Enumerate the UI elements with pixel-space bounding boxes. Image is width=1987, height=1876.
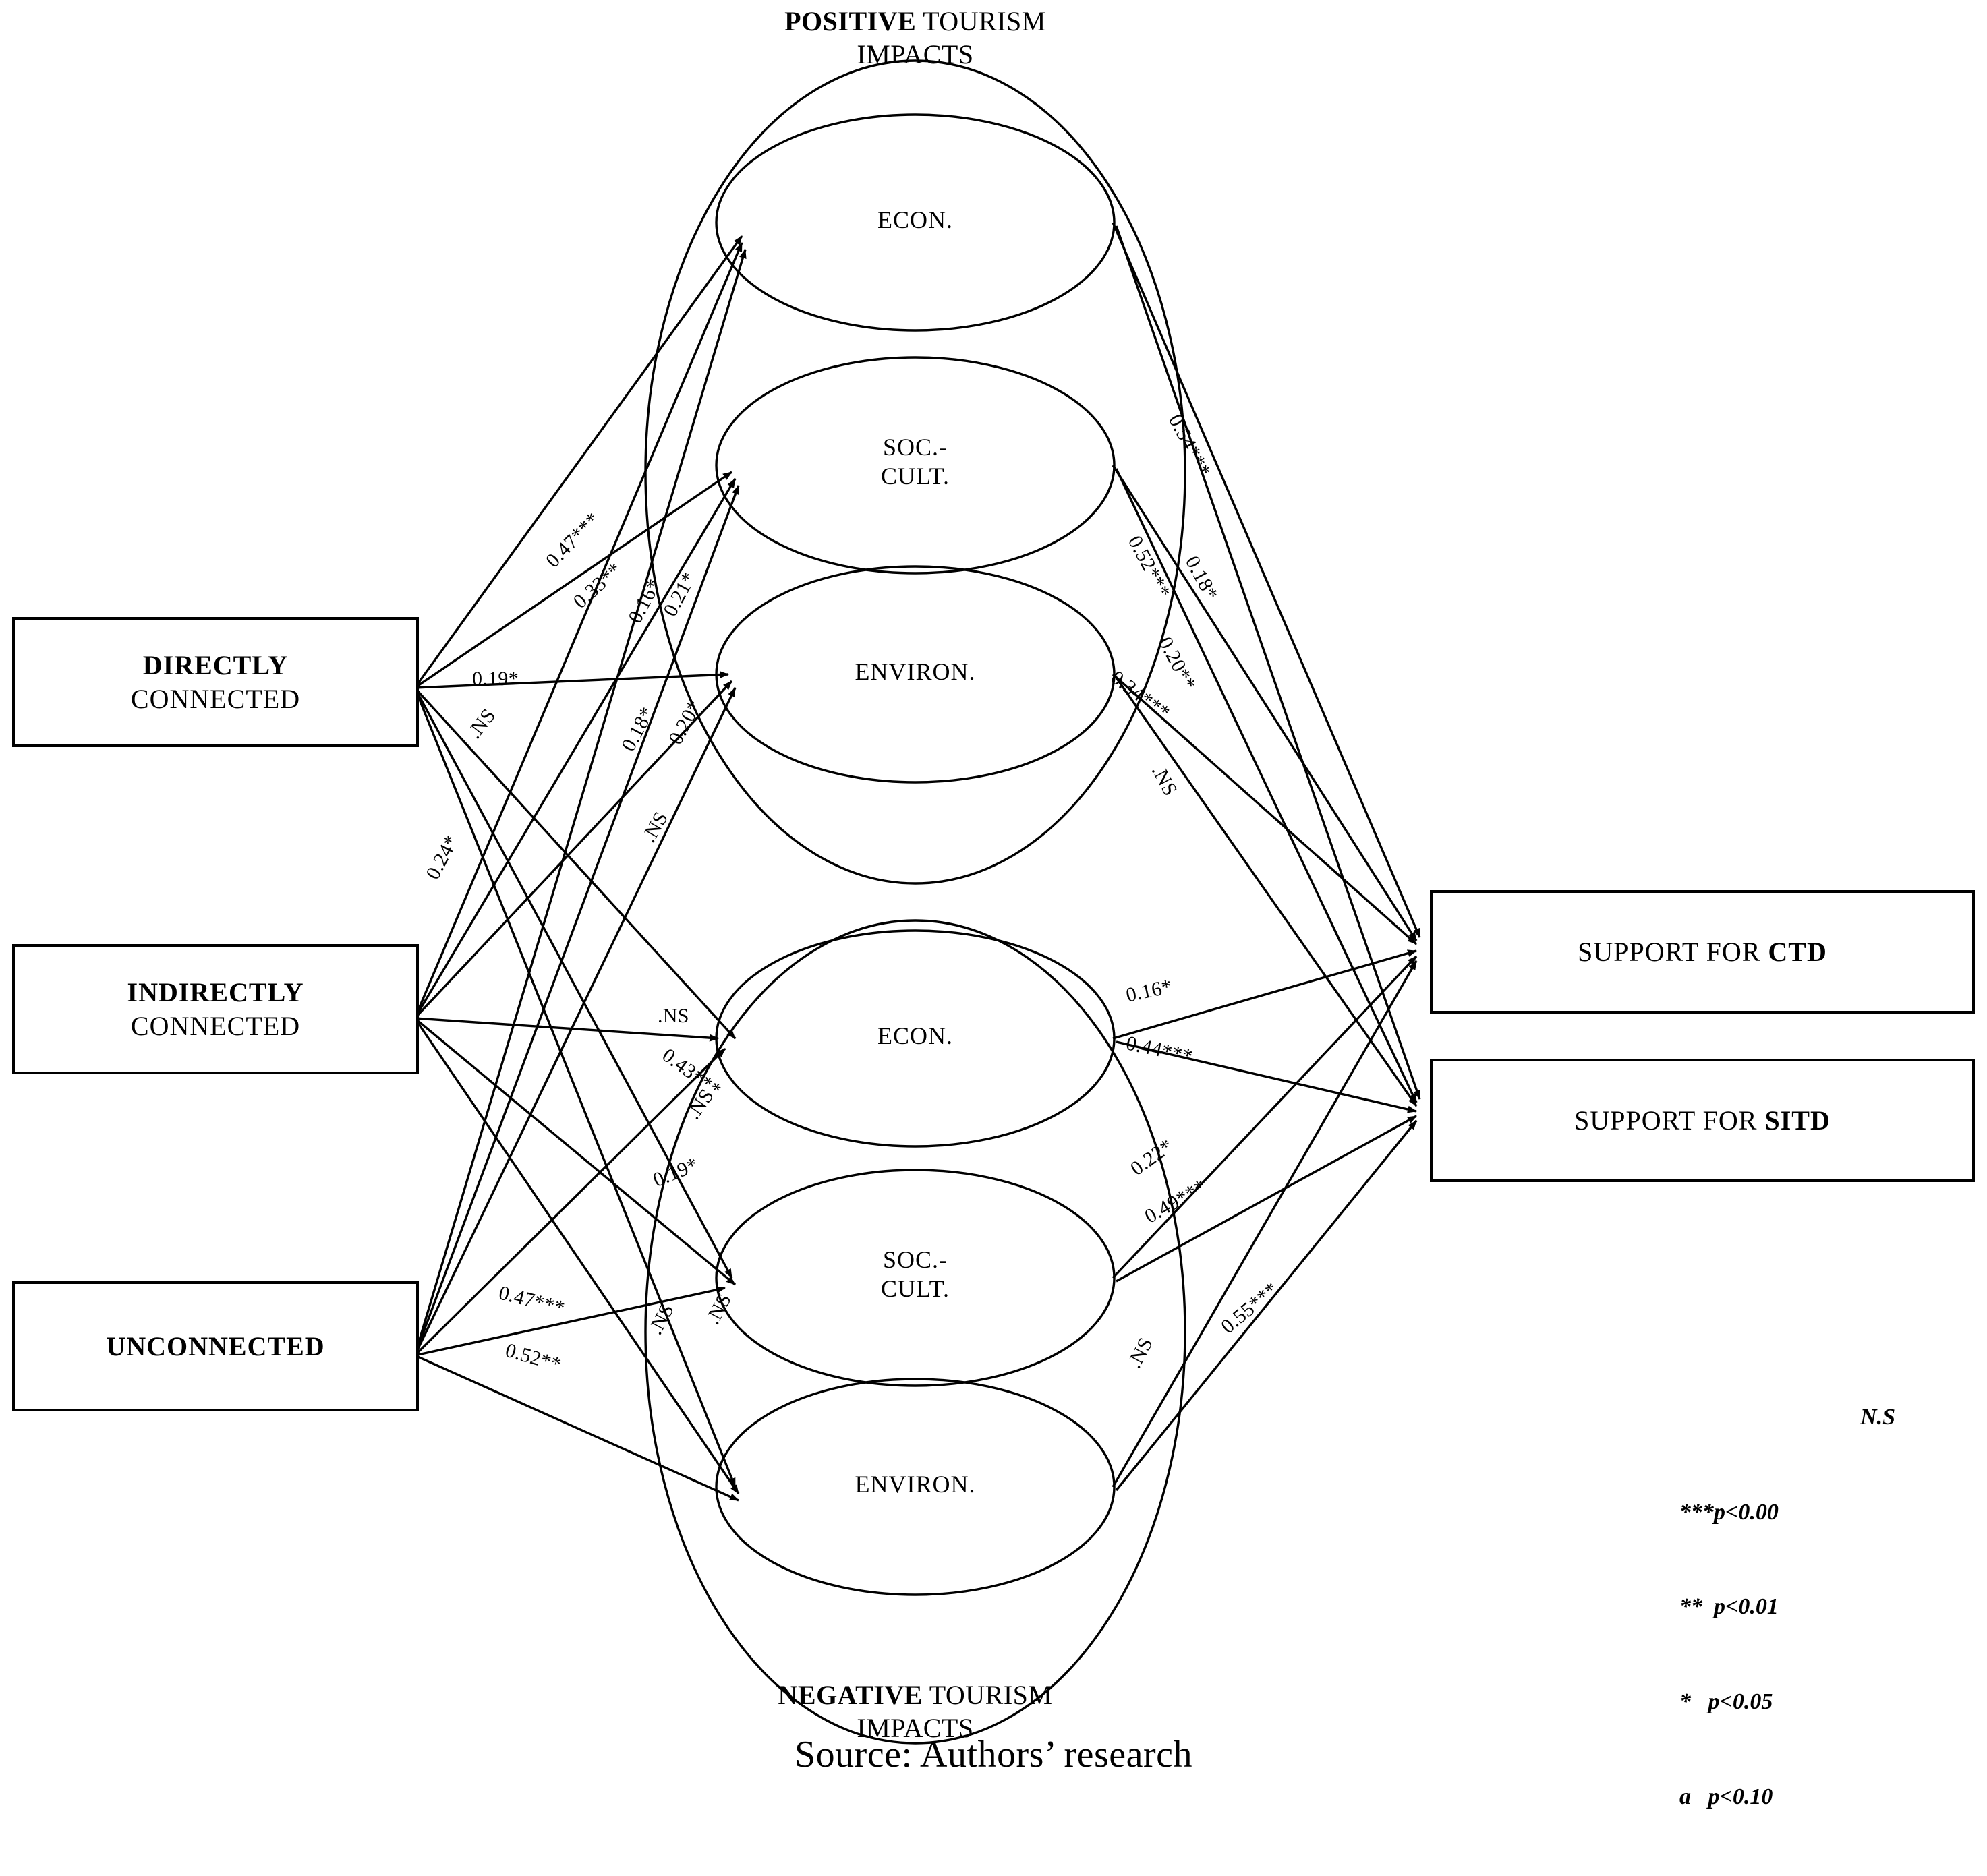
antecedent-unconnected-line1: UNCONNECTED bbox=[106, 1330, 325, 1361]
outcome-box-support-ctd[interactable]: SUPPORT FOR CTD bbox=[1430, 890, 1975, 1014]
path-dc-pos-soc bbox=[414, 471, 732, 689]
outcome-ctd-prefix: SUPPORT FOR bbox=[1578, 936, 1768, 967]
path-neg-econ-ctd bbox=[1112, 949, 1417, 1040]
path-pos-soc-ctd bbox=[1112, 465, 1418, 941]
antecedent-indirectly-line1: INDIRECTLY bbox=[127, 976, 304, 1007]
path-pos-soc-sitd bbox=[1115, 468, 1418, 1103]
neg-soccult-line1: SOC.- bbox=[882, 1246, 948, 1273]
path-pos-econ-sitd bbox=[1115, 225, 1421, 1100]
legend-ns: N.S bbox=[1860, 1404, 1895, 1430]
path-uc-neg-env bbox=[414, 1354, 739, 1502]
path-neg-econ-sitd bbox=[1116, 1040, 1417, 1113]
path-neg-soc-ctd bbox=[1112, 955, 1418, 1279]
path-coefficient-p11: .NS bbox=[658, 1005, 689, 1027]
outcome-ctd-code: CTD bbox=[1768, 936, 1827, 967]
path-uc-pos-econ bbox=[413, 249, 747, 1356]
pos-econ-ellipse bbox=[715, 113, 1116, 332]
neg-econ-label: ECON. bbox=[814, 1022, 1016, 1051]
path-dc-neg-env bbox=[413, 687, 737, 1488]
path-lines-layer bbox=[413, 59, 1421, 1745]
antecedent-box-indirectly-connected[interactable]: INDIRECTLY CONNECTED bbox=[12, 944, 419, 1074]
path-ic-neg-econ bbox=[414, 1017, 719, 1042]
negative-group-title-line2: IMPACTS bbox=[857, 1712, 974, 1743]
pos-econ-line1: ECON. bbox=[877, 206, 953, 233]
pos-environ-line1: ENVIRON. bbox=[855, 658, 976, 685]
positive-group-title-line2: IMPACTS bbox=[857, 38, 974, 69]
outcome-sitd-prefix: SUPPORT FOR bbox=[1574, 1105, 1765, 1136]
path-ic-neg-soc bbox=[413, 1017, 737, 1286]
path-dc-neg-econ bbox=[413, 686, 737, 1040]
neg-econ-line1: ECON. bbox=[877, 1022, 953, 1049]
positive-group-title-rest: TOURISM bbox=[916, 6, 1046, 36]
antecedent-box-unconnected[interactable]: UNCONNECTED bbox=[12, 1281, 419, 1411]
antecedent-directly-line1: DIRECTLY bbox=[142, 649, 289, 680]
legend-row-1: ** p<0.01 bbox=[1679, 1594, 1779, 1620]
positive-group-title: POSITIVE TOURISM IMPACTS bbox=[706, 5, 1124, 71]
path-coefficient-p05: 0.19* bbox=[472, 668, 519, 690]
neg-environ-ellipse bbox=[715, 1378, 1116, 1596]
path-dc-neg-soc bbox=[413, 687, 733, 1279]
antecedent-directly-line2: CONNECTED bbox=[130, 683, 301, 714]
path-neg-soc-sitd bbox=[1116, 1115, 1417, 1283]
neg-soccult-label: SOC.- CULT. bbox=[814, 1245, 1016, 1303]
antecedent-indirectly-line2: CONNECTED bbox=[130, 1010, 301, 1041]
path-dc-pos-econ bbox=[413, 235, 743, 688]
negative-group-title: NEGATIVE TOURISM IMPACTS bbox=[706, 1679, 1124, 1745]
outcome-sitd-label: SUPPORT FOR SITD bbox=[1574, 1104, 1831, 1138]
path-neg-env-sitd bbox=[1115, 1119, 1418, 1492]
negative-group-ellipse bbox=[644, 919, 1186, 1745]
connector-group bbox=[413, 59, 1421, 1745]
positive-group-title-bold: POSITIVE bbox=[784, 6, 917, 36]
negative-group-title-bold: NEGATIVE bbox=[778, 1680, 923, 1710]
pos-environ-label: ENVIRON. bbox=[814, 657, 1016, 686]
path-pos-env-sitd bbox=[1115, 677, 1418, 1107]
path-ic-neg-env bbox=[413, 1018, 740, 1494]
path-uc-pos-env bbox=[413, 687, 737, 1356]
path-ic-pos-econ bbox=[413, 242, 743, 1019]
path-pos-env-ctd bbox=[1112, 673, 1418, 945]
negative-group-title-rest: TOURISM bbox=[922, 1680, 1053, 1710]
source-caption: Source: Authors’ research bbox=[795, 1734, 1192, 1776]
pos-soccult-label: SOC.- CULT. bbox=[814, 433, 1016, 491]
diagram-canvas: POSITIVE TOURISM IMPACTS NEGATIVE TOURIS… bbox=[12, 5, 1975, 1809]
path-ic-pos-soc bbox=[413, 478, 737, 1019]
pos-soccult-line2: CULT. bbox=[880, 463, 950, 490]
path-uc-neg-soc bbox=[414, 1286, 726, 1357]
legend-row-3: a p<0.10 bbox=[1679, 1784, 1773, 1809]
pos-soccult-line1: SOC.- bbox=[882, 434, 948, 461]
outcome-box-support-sitd[interactable]: SUPPORT FOR SITD bbox=[1430, 1059, 1975, 1182]
legend-row-2: * p<0.05 bbox=[1679, 1689, 1773, 1714]
neg-soccult-line2: CULT. bbox=[880, 1275, 950, 1303]
path-ic-pos-env bbox=[413, 680, 733, 1020]
path-dc-pos-env bbox=[414, 671, 729, 689]
outcome-sitd-code: SITD bbox=[1764, 1105, 1831, 1136]
antecedent-box-directly-connected[interactable]: DIRECTLY CONNECTED bbox=[12, 617, 419, 747]
pos-econ-label: ECON. bbox=[814, 206, 1016, 235]
legend-row-0: ***p<0.00 bbox=[1679, 1499, 1779, 1525]
neg-environ-label: ENVIRON. bbox=[814, 1470, 1016, 1499]
path-neg-env-ctd bbox=[1112, 960, 1418, 1488]
outcome-ctd-label: SUPPORT FOR CTD bbox=[1578, 935, 1827, 969]
path-uc-neg-econ bbox=[413, 1047, 726, 1357]
path-pos-econ-ctd bbox=[1112, 222, 1421, 938]
neg-environ-line1: ENVIRON. bbox=[855, 1471, 976, 1498]
path-uc-pos-soc bbox=[413, 485, 740, 1356]
significance-legend: N.S ***p<0.00 ** p<0.01 * p<0.05 a p<0.1… bbox=[1679, 1339, 1902, 1876]
